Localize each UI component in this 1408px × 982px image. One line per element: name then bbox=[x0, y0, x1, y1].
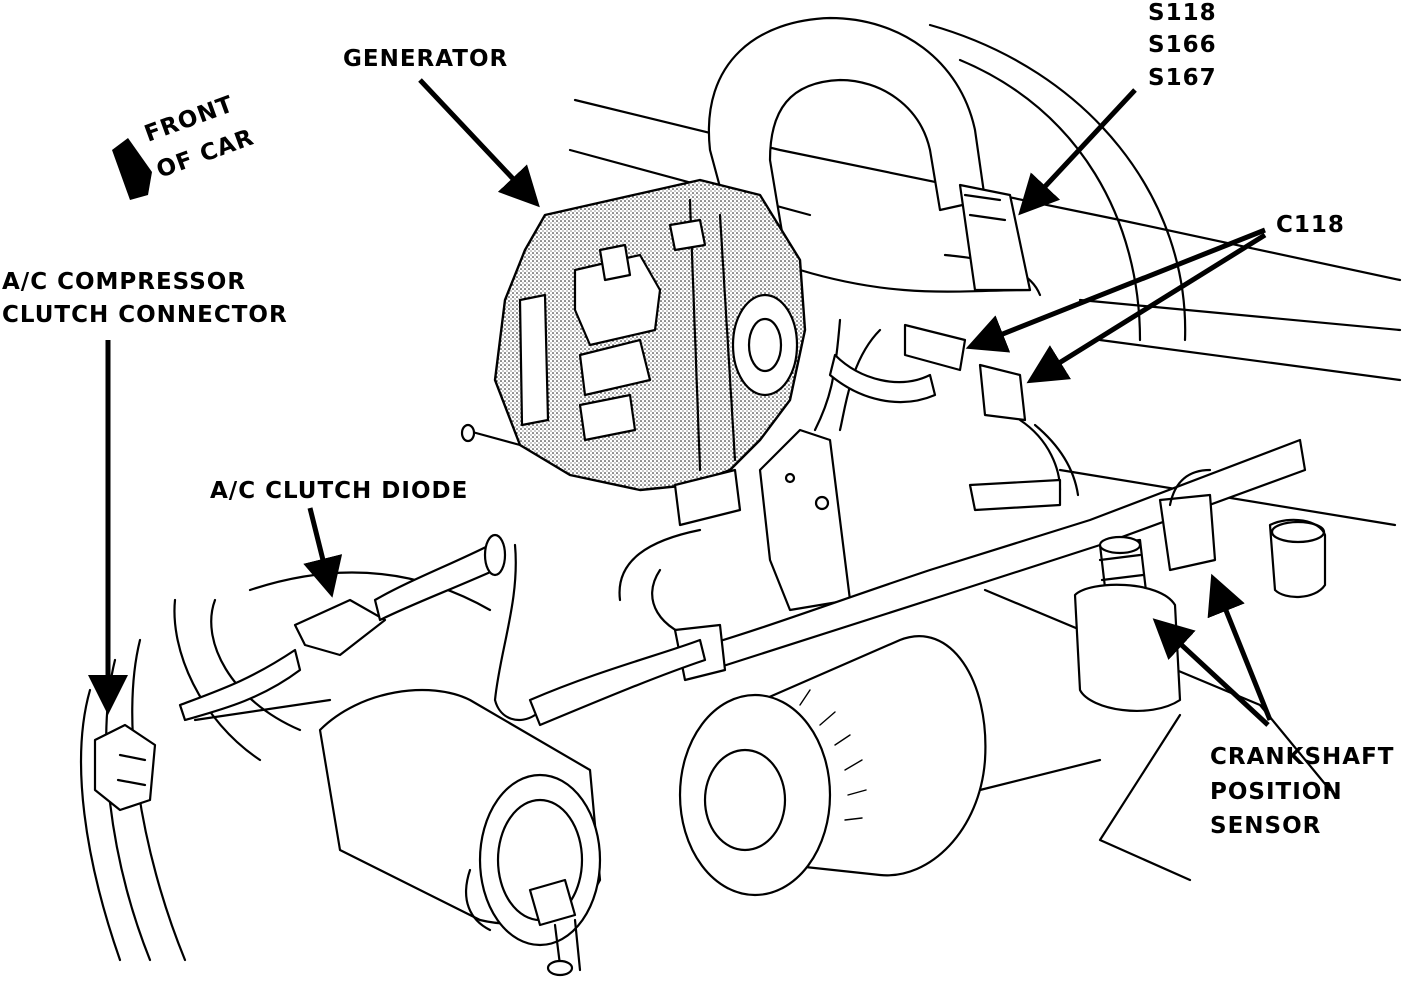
c118-label: C118 bbox=[1276, 212, 1345, 238]
crankshaft-label-line1: CRANKSHAFT bbox=[1210, 744, 1394, 770]
labels: GENERATOR FRONT OF CAR S118 S166 S167 C1… bbox=[2, 0, 1394, 839]
crankshaft-sensor-assembly bbox=[1073, 468, 1327, 712]
c118-arrow-upper bbox=[965, 227, 1266, 353]
crank-arrow-sensor bbox=[1152, 618, 1270, 727]
crank-arrow-connector bbox=[1207, 573, 1273, 721]
ac-diode-label: A/C CLUTCH DIODE bbox=[210, 478, 468, 504]
front-of-car-arrow bbox=[112, 138, 152, 200]
wiring-harness bbox=[618, 318, 1307, 682]
generator-arrow bbox=[418, 78, 540, 208]
s118-label: S118 bbox=[1148, 0, 1217, 26]
generator-label: GENERATOR bbox=[343, 46, 508, 72]
crankshaft-label-line2: POSITION bbox=[1210, 779, 1343, 805]
generator-bracket bbox=[758, 428, 852, 612]
s166-label: S166 bbox=[1148, 32, 1217, 58]
crankshaft-label-line3: SENSOR bbox=[1210, 813, 1321, 839]
generator-body bbox=[460, 178, 807, 527]
ac-diode-arrow bbox=[303, 507, 343, 598]
oil-filter bbox=[678, 635, 987, 897]
starter-motor bbox=[318, 688, 602, 977]
ac-compressor-label-line1: A/C COMPRESSOR bbox=[2, 269, 246, 295]
leader-arrows bbox=[88, 78, 1273, 727]
s167-label: S167 bbox=[1148, 65, 1217, 91]
s118-arrow bbox=[1018, 88, 1137, 216]
engine-drawing bbox=[79, 16, 1402, 977]
c118-arrow-lower bbox=[1026, 232, 1267, 384]
ac-compressor-area bbox=[79, 533, 707, 962]
air-intake-duct bbox=[707, 16, 1187, 342]
ac-compressor-label-line2: CLUTCH CONNECTOR bbox=[2, 302, 288, 328]
